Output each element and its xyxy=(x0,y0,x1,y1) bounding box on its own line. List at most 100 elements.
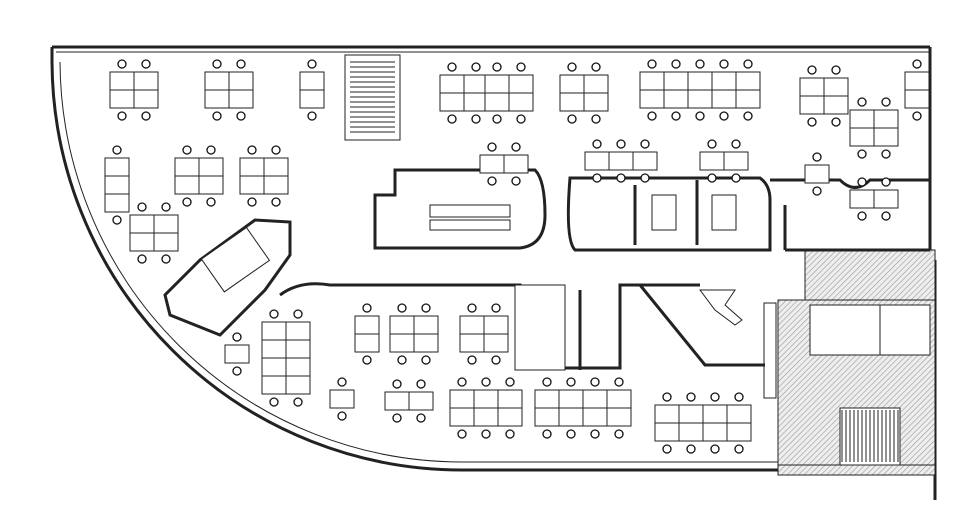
desk xyxy=(479,154,505,174)
chair-icon xyxy=(881,97,891,107)
workstation-cluster xyxy=(639,59,761,121)
chair-icon xyxy=(743,111,753,121)
chair-icon xyxy=(471,114,481,124)
desk xyxy=(104,175,130,195)
desk xyxy=(559,92,585,112)
chair-icon xyxy=(481,429,491,439)
chair-icon xyxy=(807,117,817,127)
desk xyxy=(104,157,130,177)
chair-icon xyxy=(397,303,407,313)
desk xyxy=(723,151,749,171)
workstation-cluster xyxy=(904,59,930,121)
chair-icon xyxy=(161,254,171,264)
desk xyxy=(263,175,289,195)
desk xyxy=(503,154,529,174)
desk xyxy=(799,95,825,115)
desk xyxy=(133,71,159,91)
desk xyxy=(261,357,287,377)
desk xyxy=(459,315,485,335)
workstation-cluster xyxy=(389,303,439,365)
desk xyxy=(823,77,849,97)
workstation-cluster xyxy=(804,152,830,196)
workstation-cluster xyxy=(484,62,534,124)
chair-icon xyxy=(206,145,216,155)
desk xyxy=(204,71,230,91)
workstation-cluster xyxy=(479,142,529,186)
desk xyxy=(198,157,224,177)
desk xyxy=(389,315,415,335)
desk xyxy=(439,92,465,112)
chair-icon xyxy=(857,177,867,187)
desk xyxy=(484,74,510,94)
workstation-cluster xyxy=(849,177,899,221)
chair-icon xyxy=(447,62,457,72)
workstation-cluster xyxy=(299,59,325,121)
desk xyxy=(204,89,230,109)
chair-icon xyxy=(362,303,372,313)
desk xyxy=(449,407,475,427)
desk xyxy=(702,404,728,424)
chair-icon xyxy=(137,254,147,264)
chair-icon xyxy=(647,59,657,69)
desk xyxy=(823,95,849,115)
desk xyxy=(285,357,311,377)
desk xyxy=(678,404,704,424)
chair-icon xyxy=(542,377,552,387)
chair-icon xyxy=(662,444,672,454)
desk xyxy=(354,315,380,335)
chair-icon xyxy=(117,111,127,121)
desk xyxy=(534,389,560,409)
chair-icon xyxy=(505,377,515,387)
chair-icon xyxy=(481,377,491,387)
desk xyxy=(413,333,439,353)
chair-icon xyxy=(695,59,705,69)
chair-icon xyxy=(567,62,577,72)
chair-icon xyxy=(516,114,526,124)
chair-icon xyxy=(467,303,477,313)
meeting-rooms xyxy=(163,168,930,371)
desk xyxy=(389,333,415,353)
desk xyxy=(483,315,509,335)
chair-icon xyxy=(567,114,577,124)
workstation-cluster xyxy=(129,202,179,264)
desk xyxy=(285,321,311,341)
desk xyxy=(153,214,179,234)
chair-icon xyxy=(511,142,521,152)
chair-icon xyxy=(616,139,626,149)
desk xyxy=(473,389,499,409)
desk xyxy=(678,422,704,442)
chair-icon xyxy=(857,97,867,107)
desk xyxy=(129,214,155,234)
desk xyxy=(726,422,752,442)
desk xyxy=(508,74,534,94)
chair-icon xyxy=(247,197,257,207)
chair-icon xyxy=(640,139,650,149)
desk xyxy=(174,157,200,177)
chair-icon xyxy=(447,114,457,124)
desk xyxy=(711,71,737,91)
chair-icon xyxy=(421,355,431,365)
chair-icon xyxy=(421,303,431,313)
desk xyxy=(583,74,609,94)
desk xyxy=(687,71,713,91)
desk xyxy=(904,71,930,91)
desk xyxy=(463,74,489,94)
desk xyxy=(799,77,825,97)
desk xyxy=(849,127,875,147)
chair-icon xyxy=(686,444,696,454)
desk xyxy=(702,422,728,442)
desk xyxy=(329,389,355,409)
workstation-cluster xyxy=(354,303,380,365)
desk xyxy=(133,89,159,109)
desk xyxy=(873,189,899,209)
chair-icon xyxy=(271,145,281,155)
desk xyxy=(449,389,475,409)
desk xyxy=(129,232,155,252)
desk xyxy=(873,109,899,129)
chair-icon xyxy=(416,379,426,389)
desk xyxy=(582,407,608,427)
chair-icon xyxy=(236,59,246,69)
workstation-cluster xyxy=(534,377,632,439)
chair-icon xyxy=(710,444,720,454)
chair-icon xyxy=(416,413,426,423)
